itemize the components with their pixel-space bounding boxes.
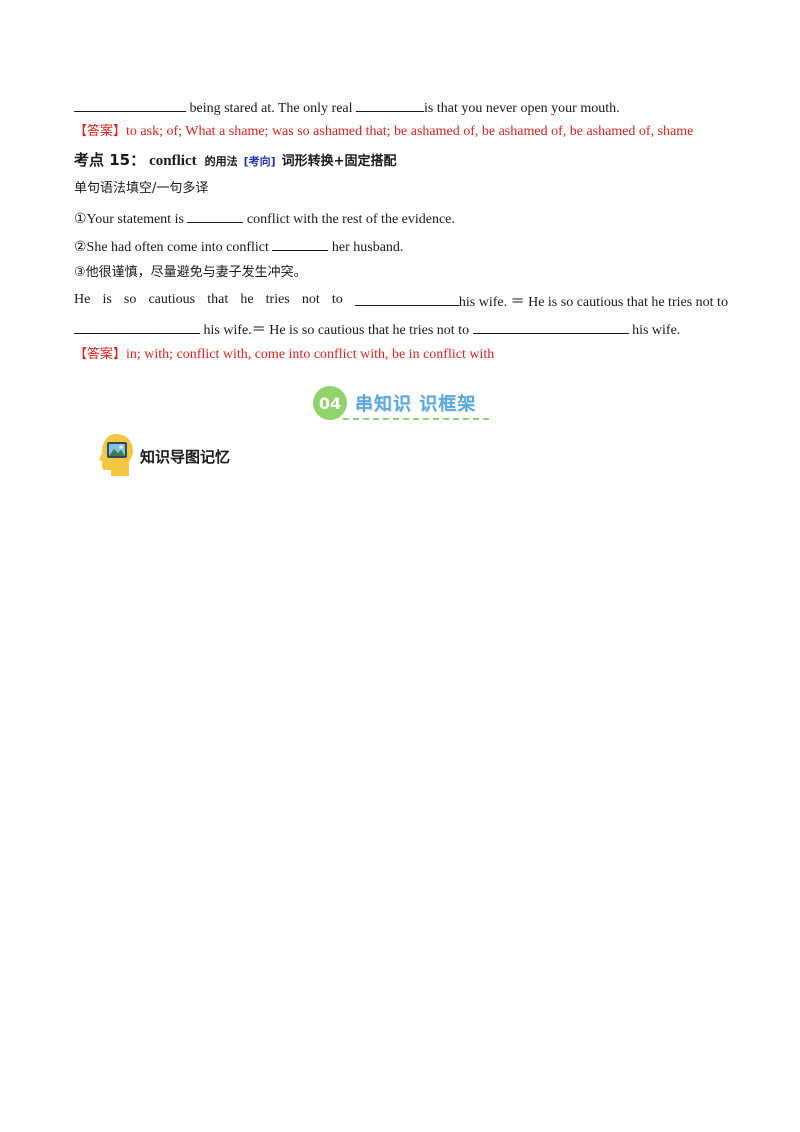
question-1: ①Your statement is conflict with the res… [74, 208, 728, 229]
exercise-type: 单句语法填空/一句多译 [74, 181, 209, 196]
tr-word: cautious [148, 292, 196, 307]
q1-prefix: ①Your statement is [74, 212, 184, 227]
point-usage: 的用法 [204, 155, 238, 168]
point-focus: 词形转换+固定搭配 [281, 154, 397, 169]
tr-word: that [207, 292, 229, 307]
mindmap-title: 知识导图记忆 [140, 448, 231, 466]
head-icon [99, 434, 133, 476]
point-word: conflict [149, 153, 197, 169]
section-badge: 04 串知识 识框架 [313, 386, 489, 422]
tr-word: to [331, 292, 343, 307]
prev-question-line: being stared at. The only real is that y… [74, 97, 728, 118]
prev-text-2: is that you never open your mouth. [424, 101, 620, 116]
section-underline [343, 418, 489, 420]
tr-line2-a: his wife.＝ He is so cautious that he tri… [203, 323, 470, 338]
tr-word: He [74, 292, 91, 307]
tr-word: he [240, 292, 254, 307]
point-label: 考点 15： [74, 151, 146, 169]
q2-suffix: her husband. [331, 240, 404, 255]
q1-suffix: conflict with the rest of the evidence. [246, 212, 455, 227]
answer-blank [356, 97, 425, 112]
section-title: 串知识 识框架 [355, 394, 477, 415]
question-3: ③他很谨慎，尽量避免与妻子发生冲突。 [74, 265, 307, 280]
answer-blank [74, 97, 186, 112]
answer-label: 【答案】 [74, 124, 127, 139]
tr-mid: his wife. ＝ He is so cautious that he tr… [458, 295, 728, 310]
prev-text-1: being stared at. The only real [189, 101, 353, 116]
answer-blank [472, 319, 629, 334]
answer-text: to ask; of; What a shame; was so ashamed… [126, 124, 694, 139]
answer-label: 【答案】 [74, 347, 127, 362]
answer-blank [272, 236, 329, 251]
point-heading: 考点 15：conflict 的用法 [考向] 词形转换+固定搭配 [74, 151, 728, 171]
section-number: 04 [313, 386, 347, 420]
translation-line-2: his wife.＝ He is so cautious that he tri… [74, 319, 728, 340]
tr-word: not [301, 292, 320, 307]
answer-blank [187, 208, 244, 223]
tr-line2-b: his wife. [632, 323, 681, 338]
translation-line-1: He is so cautious that he tries not to h… [74, 291, 728, 312]
point-tag: [考向] [243, 155, 276, 168]
answer-blank [354, 291, 459, 306]
question-2: ②She had often come into conflict her hu… [74, 236, 728, 257]
answer-blank [74, 319, 200, 334]
tr-word: is [102, 292, 112, 307]
answer-text: in; with; conflict with, come into confl… [126, 347, 495, 362]
tr-word: tries [265, 292, 290, 307]
q2-prefix: ②She had often come into conflict [74, 240, 269, 255]
tr-word: so [123, 292, 137, 307]
prev-answer: 【答案】to ask; of; What a shame; was so ash… [74, 123, 728, 141]
answer-15: 【答案】in; with; conflict with, come into c… [74, 346, 728, 364]
